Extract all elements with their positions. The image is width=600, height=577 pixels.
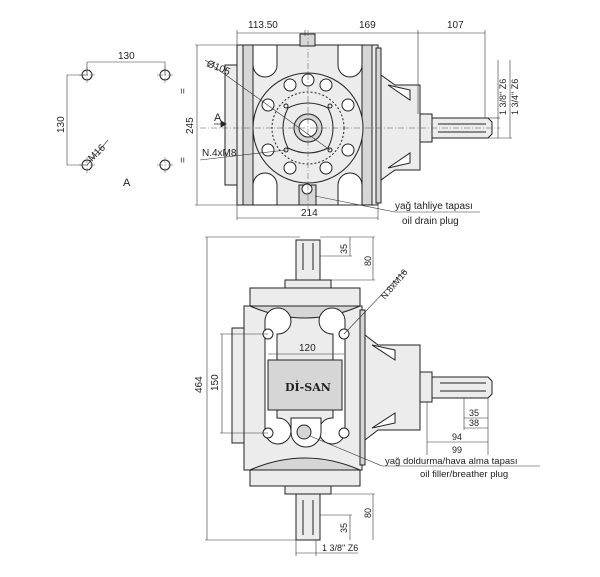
shaft-spline-label-1: 1 3/8" Z6 — [498, 79, 508, 115]
top-shaft-80: 80 — [363, 256, 373, 266]
right-shaft-99: 99 — [452, 445, 462, 455]
bottom-input-shaft — [295, 493, 321, 541]
dim-120: 120 — [299, 343, 316, 354]
front-view: Dİ-SAN 464 150 120 N.8xM16 35 80 — [194, 236, 540, 556]
brand-logo: Dİ-SAN — [285, 380, 331, 394]
bottom-shaft-35: 35 — [339, 523, 349, 533]
view-a-hole-pattern: 130 130 M16 A — [56, 51, 173, 189]
dim-245: 245 — [185, 117, 196, 134]
bottom-shaft-spline: 1 3/8" Z6 — [322, 543, 358, 553]
right-shaft-38: 38 — [469, 418, 479, 428]
view-a-width-dim: 130 — [118, 51, 135, 62]
drain-plug-label-tr: yağ tahliye tapası — [395, 201, 473, 212]
dim-150: 150 — [210, 374, 221, 391]
top-bolt-label: N.4xM8 — [202, 148, 237, 159]
right-output-yoke — [364, 333, 421, 442]
bottom-flange — [249, 469, 361, 487]
top-view: 113.50 169 107 245 = = A 214 Ø105 N.4xM8… — [178, 20, 520, 227]
bottom-shaft-80: 80 — [363, 508, 373, 518]
top-plug — [299, 33, 316, 47]
equal-sign-bottom: = — [178, 157, 189, 163]
view-arrow-label: A — [214, 112, 222, 124]
mounting-hole — [157, 157, 173, 173]
right-output-shaft — [431, 376, 493, 399]
top-shaft-35: 35 — [339, 244, 349, 254]
mounting-hole — [157, 67, 173, 83]
front-bolt-label: N.8xM16 — [379, 267, 410, 301]
top-flange — [249, 287, 361, 307]
filler-plug-label-en: oil filler/breather plug — [420, 469, 508, 480]
filler-plug — [296, 424, 312, 440]
dim-169: 169 — [359, 20, 376, 31]
dim-464: 464 — [194, 376, 205, 393]
view-a-height-dim: 130 — [56, 116, 67, 133]
shaft-spline-label-2: 1 3/4" Z6 — [510, 79, 520, 115]
drain-plug-label-en: oil drain plug — [402, 216, 459, 227]
right-shaft-35: 35 — [469, 408, 479, 418]
mounting-hole — [79, 67, 95, 83]
diameter-label: Ø105 — [205, 59, 232, 79]
dim-214: 214 — [301, 208, 318, 219]
dim-113-50: 113.50 — [248, 20, 278, 31]
top-input-shaft — [295, 239, 321, 281]
view-a-label: A — [123, 177, 131, 189]
filler-plug-label-tr: yağ doldurma/hava alma tapası — [385, 456, 518, 467]
right-shaft-94: 94 — [452, 432, 462, 442]
view-a-thread-label: M16 — [86, 142, 108, 164]
view-arrow-icon — [214, 120, 227, 128]
dim-107: 107 — [447, 20, 464, 31]
equal-sign-top: = — [178, 88, 189, 94]
